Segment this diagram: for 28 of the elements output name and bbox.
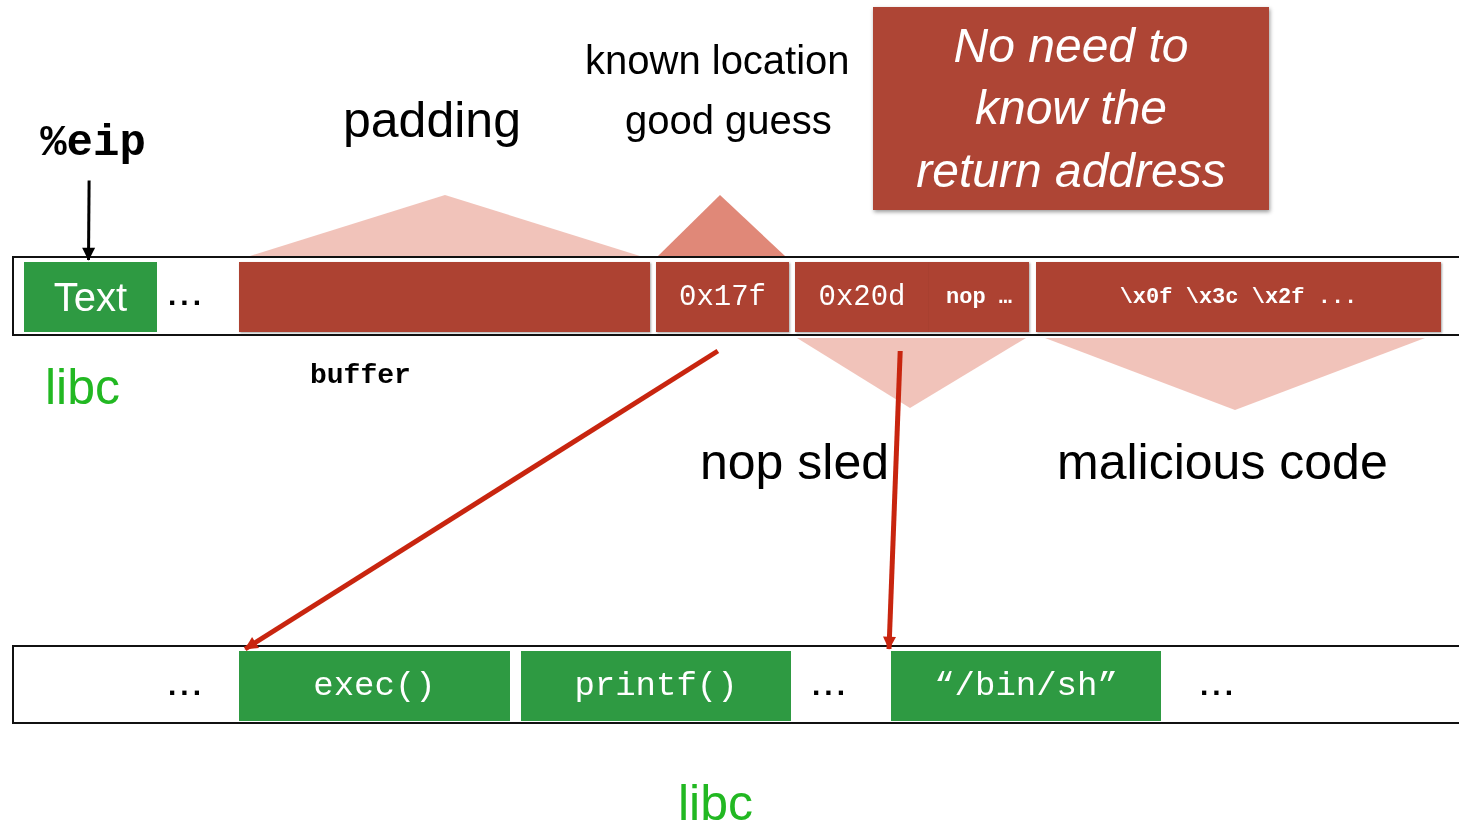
- annotation-text: known location: [585, 40, 850, 80]
- arrow: [883, 350, 903, 650]
- memory-block: Text: [24, 262, 157, 332]
- memory-block: printf(): [521, 651, 791, 721]
- section-label: nop sled: [700, 437, 890, 487]
- memory-block: 0x17f: [656, 262, 789, 332]
- memory-block: nop …: [929, 262, 1029, 332]
- ellipsis-text: ...: [812, 668, 849, 702]
- ellipsis-text: ...: [168, 278, 205, 312]
- ellipsis-text: ...: [168, 668, 205, 702]
- section-label: libc: [45, 362, 121, 412]
- memory-strip: [12, 256, 1459, 336]
- memory-strip: [12, 645, 1459, 724]
- register-label: %eip: [28, 118, 158, 168]
- memory-block: \x0f \x3c \x2f ...: [1036, 262, 1441, 332]
- arrow: [82, 180, 96, 261]
- ellipsis-text: ...: [1200, 668, 1237, 702]
- memory-block: exec(): [239, 651, 510, 721]
- memory-block: “/bin/sh”: [891, 651, 1161, 721]
- section-label: libc: [678, 778, 754, 825]
- section-label: malicious code: [1057, 437, 1388, 487]
- section-label: buffer: [310, 362, 411, 390]
- buffer-block: [239, 262, 650, 332]
- annotation-text: good guess: [625, 100, 832, 140]
- section-label: padding: [343, 95, 521, 145]
- arrow: [243, 348, 720, 652]
- memory-block: 0x20d: [795, 262, 929, 332]
- callout-box: No need to know the return address: [873, 7, 1269, 210]
